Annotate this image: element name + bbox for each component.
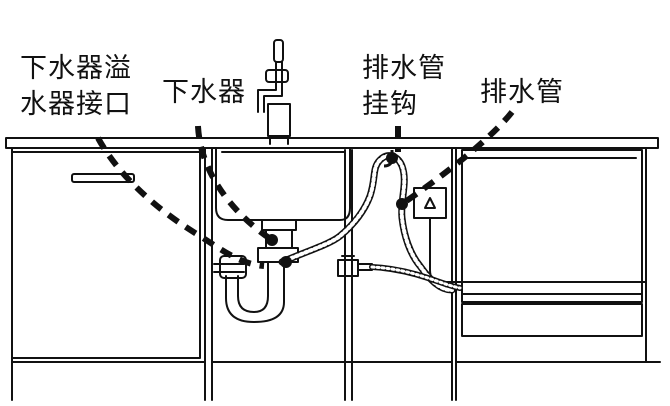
inlet-hose [369, 264, 463, 291]
callout-lines [95, 110, 515, 269]
label-overflow-connector-line1: 下水器溢 [20, 53, 132, 84]
label-hose-hook-line2: 挂钩 [362, 89, 418, 120]
callout-dots [266, 152, 408, 268]
drain-trap [213, 219, 299, 323]
label-hose-hook-line1: 排水管 [362, 53, 446, 84]
countertop [5, 137, 659, 149]
label-drain-hose: 排水管 [480, 77, 564, 108]
dot-overflow-connector [280, 256, 292, 268]
dot-hose-hook [386, 152, 398, 164]
callout-drain [195, 125, 274, 243]
faucet [257, 39, 291, 145]
left-dishwasher [11, 147, 206, 401]
callout-overflow-connector [95, 136, 265, 269]
dot-drain-hose [396, 198, 408, 210]
label-overflow-connector-line2: 水器接口 [20, 89, 132, 120]
dot-drain [266, 234, 278, 246]
sink-cabinet [211, 147, 453, 401]
water-valve [337, 255, 373, 277]
callout-drain-hose [400, 110, 515, 207]
right-dishwasher [455, 147, 661, 401]
label-drain: 下水器 [162, 77, 246, 108]
